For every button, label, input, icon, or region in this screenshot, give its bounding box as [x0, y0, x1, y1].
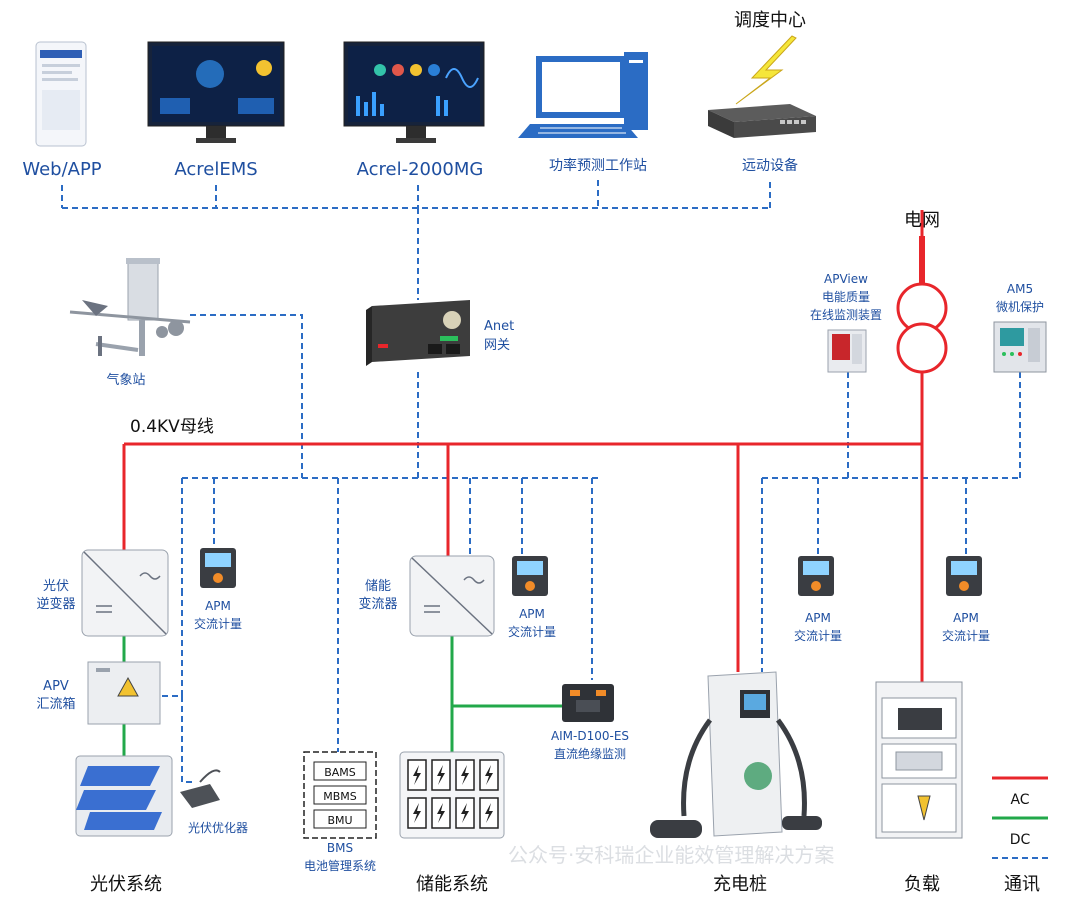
monitor-icon: [343, 41, 485, 143]
charger-apm-label-line1: APM: [805, 611, 831, 625]
bms-label-line1: BMS: [327, 841, 353, 855]
pv-inverter-label-line1: 光伏: [43, 579, 69, 594]
am5-label-line2: 微机保护: [996, 300, 1044, 314]
pv-apm-label-line2: 交流计量: [194, 616, 242, 631]
web-app-label: Web/APP: [22, 159, 101, 180]
storage-system-label: 储能系统: [416, 874, 488, 895]
combiner-label-line1: APV: [43, 679, 69, 694]
pv-inverter-label-line2: 逆变器: [36, 596, 75, 612]
bms-label-line2: 电池管理系统: [304, 858, 376, 873]
busbar-label: 0.4KV母线: [130, 417, 214, 437]
rtu-device-icon: [708, 104, 816, 138]
comm-label: 通讯: [1004, 874, 1040, 895]
storage-apm-label-line1: APM: [519, 607, 545, 621]
apview-device-icon: [827, 329, 867, 373]
pv-panel-icon: [75, 755, 173, 837]
gateway-label-line1: Anet: [484, 319, 514, 334]
load-apm-label-line1: APM: [953, 611, 979, 625]
charger-apm-label-line2: 交流计量: [794, 628, 842, 643]
bms-stack: [303, 751, 377, 839]
monitor-icon: [147, 41, 285, 143]
gateway-label-line2: 网关: [484, 338, 510, 353]
phone-icon: [35, 41, 87, 147]
watermark: 公众号·安科瑞企业能效管理解决方案: [508, 843, 834, 867]
pcs-label-line1: 储能: [365, 579, 391, 594]
legend-ac-label: AC: [1010, 792, 1029, 808]
pv-optimizer-label: 光伏优化器: [188, 821, 248, 835]
dispatch-center-label: 调度中心: [734, 10, 806, 31]
aim-label-line1: AIM-D100-ES: [551, 729, 629, 743]
am5-label-line1: AM5: [1007, 282, 1033, 296]
legend: AC DC: [992, 776, 1048, 859]
acrel-2000mg-label: Acrel-2000MG: [357, 159, 484, 180]
storage-apm-label-line2: 交流计量: [508, 624, 556, 639]
combiner-label-line2: 汇流箱: [36, 696, 75, 712]
weather-station-label: 气象站: [106, 372, 145, 388]
charging-pile-icon: [650, 671, 822, 838]
forecast-station-label: 功率预测工作站: [549, 157, 647, 174]
aim-label-line2: 直流绝缘监测: [554, 746, 626, 761]
lightning-icon: [735, 35, 797, 105]
weather-station-icon: [69, 258, 191, 356]
rtu-label: 远动设备: [742, 157, 798, 174]
combiner-box-icon: [87, 661, 161, 725]
workstation-icon: [518, 52, 648, 138]
load-apm-meter-icon: [946, 556, 982, 596]
pv-apm-meter-icon: [200, 548, 236, 588]
apview-label-line3: 在线监测装置: [810, 308, 882, 322]
charger-apm-meter-icon: [798, 556, 834, 596]
pv-inverter-icon: [81, 549, 169, 637]
am5-device-icon: [993, 321, 1047, 373]
grid-incoming-line: [919, 236, 925, 284]
dc-lines: [122, 636, 562, 756]
pv-apm-label-line1: APM: [205, 599, 231, 613]
bms-layer-mbms: MBMS: [323, 790, 357, 803]
acrel-ems-label: AcrelEMS: [174, 159, 257, 180]
apview-label-line1: APView: [824, 272, 868, 286]
comm-lines: [61, 180, 1021, 783]
charging-pile-label: 充电桩: [713, 874, 767, 895]
legend-dc-label: DC: [1010, 832, 1031, 848]
pv-optimizer-icon: [180, 769, 221, 808]
aim-insulation-monitor-icon: [562, 684, 614, 722]
transformer-icon: [896, 282, 948, 374]
load-cabinet-icon: [875, 681, 963, 839]
apview-label-line2: 电能质量: [822, 290, 870, 304]
gateway-device-icon: [366, 300, 470, 366]
bms-layer-bams: BAMS: [324, 766, 356, 779]
pcs-label-line2: 变流器: [358, 596, 397, 612]
bms-layer-bmu: BMU: [327, 814, 352, 827]
storage-apm-meter-icon: [512, 556, 548, 596]
battery-bank-icon: [399, 751, 505, 839]
load-label: 负载: [904, 874, 940, 895]
pv-system-label: 光伏系统: [90, 874, 162, 895]
grid-label: 电网: [904, 210, 940, 231]
pcs-inverter-icon: [409, 555, 495, 637]
load-apm-label-line2: 交流计量: [942, 628, 990, 643]
